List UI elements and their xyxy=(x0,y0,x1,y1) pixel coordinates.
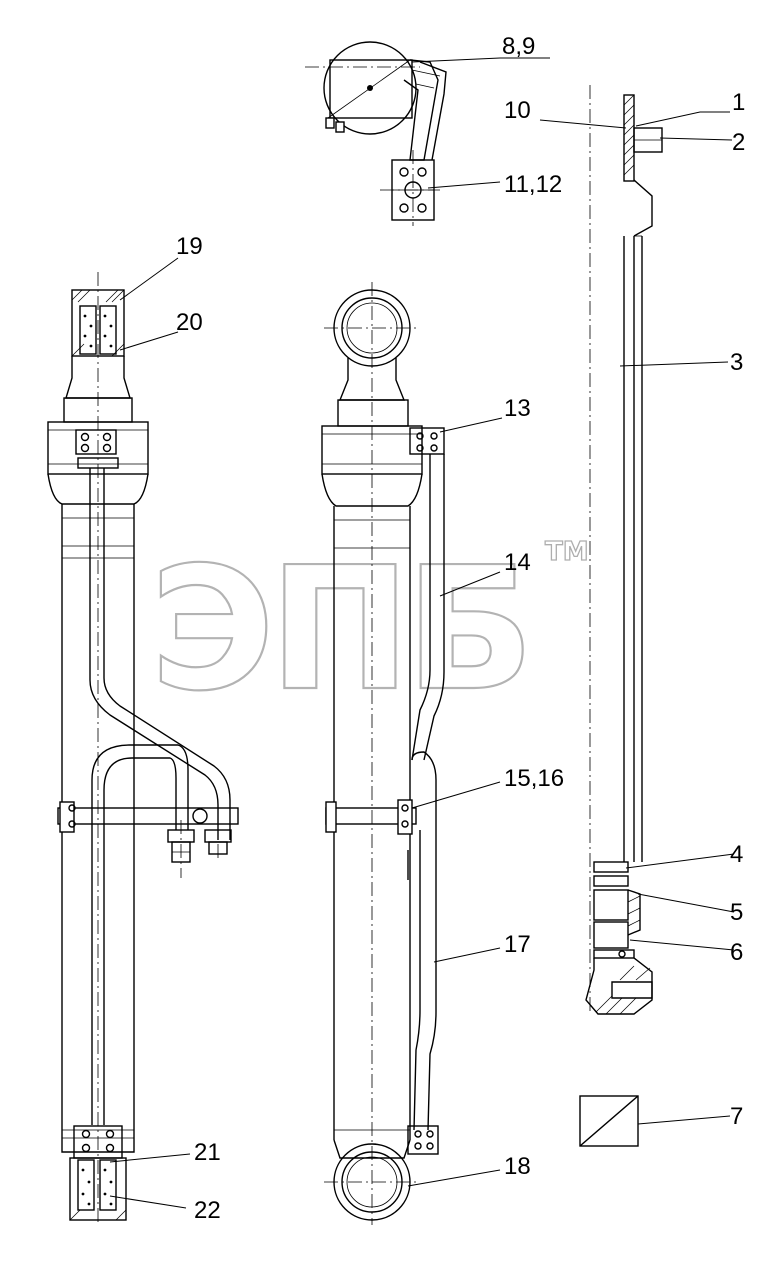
callout-11-12: 11,12 xyxy=(504,171,562,198)
callout-19: 19 xyxy=(176,233,203,260)
item-7-symbol xyxy=(579,1095,639,1147)
callout-18: 18 xyxy=(504,1153,531,1180)
callout-labels: 8,9 1 10 2 11,12 19 20 3 13 14 15,16 4 5… xyxy=(176,33,745,1224)
callout-10: 10 xyxy=(504,97,531,124)
callout-17: 17 xyxy=(504,931,531,958)
watermark: ЭПБ TM xyxy=(149,530,589,730)
watermark-text: ЭПБ xyxy=(150,531,529,729)
cylinder-view-middle xyxy=(321,282,445,1225)
callout-20: 20 xyxy=(176,309,203,336)
callout-1: 1 xyxy=(732,89,745,116)
callout-22: 22 xyxy=(194,1197,221,1224)
callout-21: 21 xyxy=(194,1139,221,1166)
callout-3: 3 xyxy=(730,349,743,376)
callout-4: 4 xyxy=(730,841,743,868)
callout-8-9: 8,9 xyxy=(502,33,535,60)
detail-view-top xyxy=(305,41,447,226)
watermark-trademark: TM xyxy=(545,537,589,567)
callout-7: 7 xyxy=(730,1103,743,1130)
rod-section-view xyxy=(585,85,663,1015)
callout-14: 14 xyxy=(504,549,531,576)
callout-2: 2 xyxy=(732,129,745,156)
cylinder-view-left xyxy=(47,272,239,1225)
callout-15-16: 15,16 xyxy=(504,765,564,792)
callout-6: 6 xyxy=(730,939,743,966)
leader-lines xyxy=(109,57,735,1209)
callout-13: 13 xyxy=(504,395,531,422)
callout-5: 5 xyxy=(730,899,743,926)
